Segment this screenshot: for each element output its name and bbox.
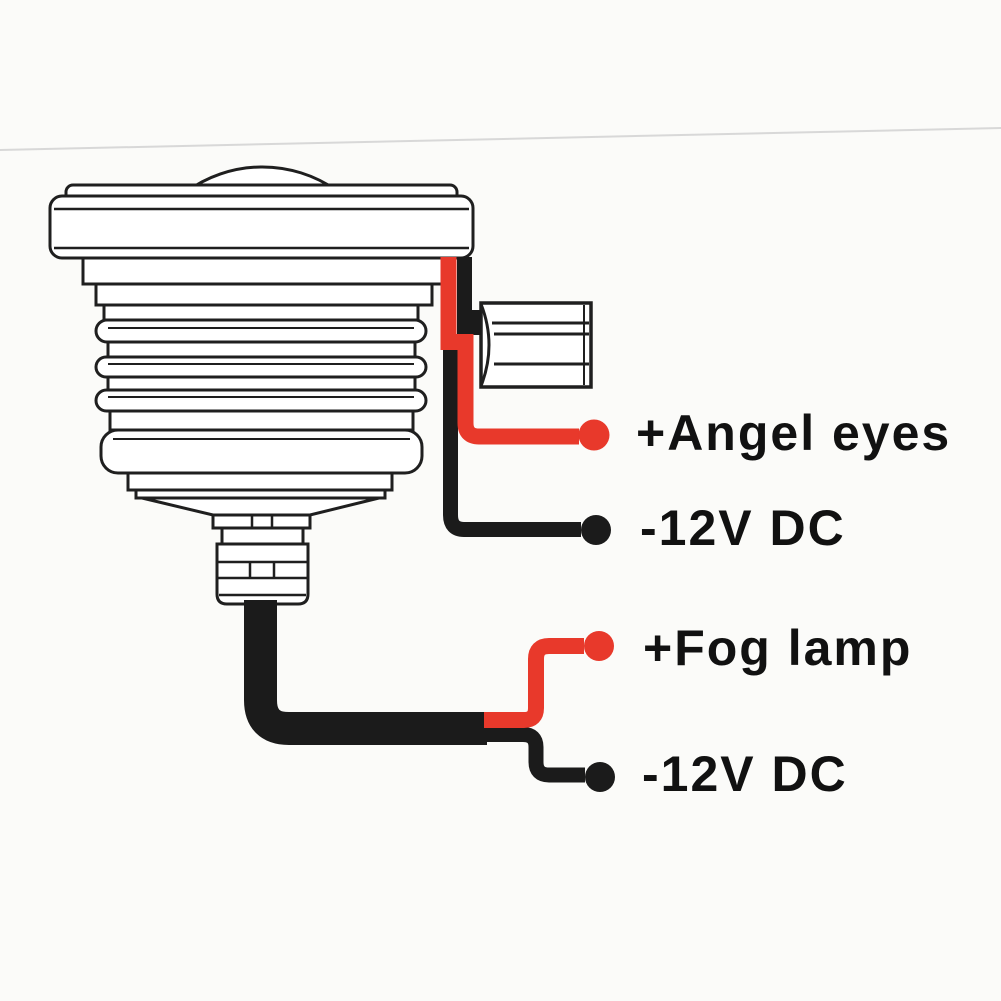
angel-positive-terminal — [578, 419, 610, 451]
bezel-detail-lines — [54, 207, 469, 250]
fog-negative-terminal — [585, 762, 615, 792]
angel-negative-wire-upper — [457, 257, 481, 335]
angel-positive-wire — [440, 257, 579, 445]
label-angel-eyes-positive: +Angel eyes — [636, 405, 952, 461]
threaded-stem — [215, 542, 310, 606]
fin-ring-large — [99, 428, 424, 475]
fin-ring — [94, 355, 428, 379]
label-angel-eyes-negative: -12V DC — [640, 500, 846, 556]
base-collar — [211, 513, 312, 546]
fog-positive-wire — [484, 638, 584, 728]
neck-step-2 — [94, 282, 434, 307]
fog-positive-terminal — [584, 631, 614, 661]
power-cable — [244, 600, 487, 745]
bulb-socket-connector — [479, 301, 593, 389]
body-step-1 — [126, 471, 394, 492]
neck-step-1 — [81, 256, 448, 286]
fin-gap — [106, 375, 417, 392]
label-fog-lamp-negative: -12V DC — [642, 746, 848, 802]
angel-negative-terminal — [581, 515, 611, 545]
fog-negative-wire — [484, 727, 585, 783]
fin-ring — [94, 388, 428, 413]
fin-gap — [106, 340, 417, 359]
label-fog-lamp-positive: +Fog lamp — [643, 620, 913, 676]
fin-gap — [102, 303, 420, 322]
heat-sink-fins — [94, 303, 428, 475]
fin-gap — [108, 409, 415, 432]
fin-ring — [94, 318, 428, 344]
fog-lamp-drawing — [48, 165, 475, 606]
faint-scan-line — [0, 127, 1001, 151]
angel-negative-wire — [443, 336, 581, 537]
